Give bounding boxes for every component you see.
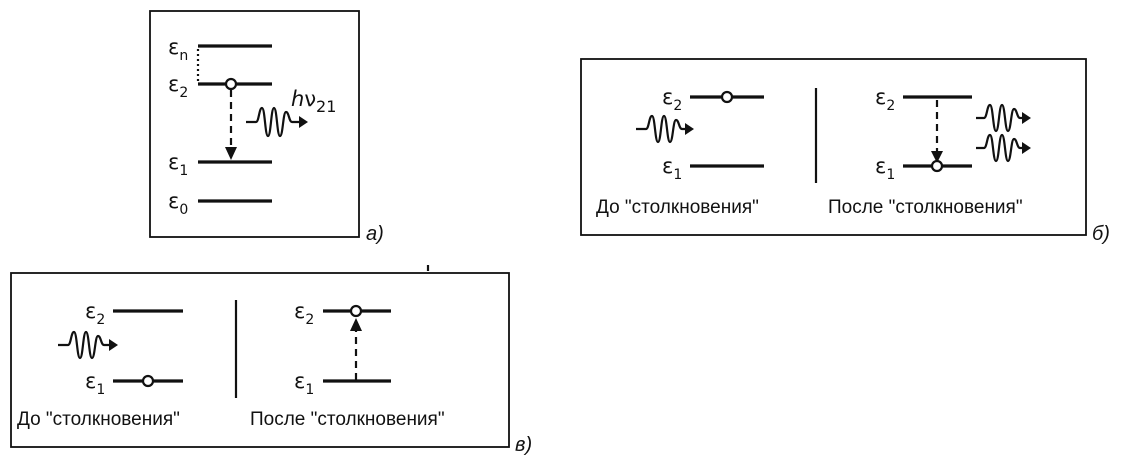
emitted-photon-2-wave [976,133,1023,163]
panel-c: в) ε2 ε1 До "столкновения" ε2 ε1 После "… [10,265,532,456]
panel-a-label: а) [366,223,384,245]
emitted-photon-wave [246,106,300,138]
absorb-after-e2-symbol: ε2 [294,299,314,328]
after-caption: После "столкновения" [828,197,1023,218]
absorb-before-caption: До "столкновения" [17,409,180,430]
before-e2-symbol: ε2 [662,85,682,114]
level-en-symbol: εn [168,35,188,64]
photon-arrowhead [299,116,308,128]
level-e1-symbol: ε1 [168,150,188,179]
photon-energy-label: hν21 [291,87,336,116]
before-e1-symbol: ε1 [662,154,682,183]
level-e2-symbol: ε2 [168,72,188,101]
absorbed-photon-wave [58,330,110,360]
panel-c-frame [10,272,510,448]
panel-a: а) εn ε2 hν21 ε1 ε0 [149,10,384,245]
emitted-photon-2-arrowhead [1022,142,1031,154]
excited-atom-circle [720,90,734,104]
emitted-photon-1-arrowhead [1022,112,1031,124]
incident-photon-arrowhead [685,123,694,135]
panel-b: б) ε2 ε1 До "столкновения" ε2 ε1 После "… [580,58,1110,245]
electron-circle [224,77,238,91]
after-e1-symbol: ε1 [875,154,895,183]
panel-b-label: б) [1092,223,1110,245]
absorption-arrowhead [350,318,362,331]
absorb-before-e2-symbol: ε2 [85,299,105,328]
after-e2-symbol: ε2 [875,85,895,114]
panel-a-frame [149,10,360,238]
panel-c-label: в) [515,434,532,456]
relaxed-atom-circle [930,159,944,173]
ground-atom-circle [141,374,155,388]
stimulated-emission-arrowhead [931,151,943,163]
incident-photon-wave [636,114,686,144]
level-e0-symbol: ε0 [168,189,188,218]
excited-atom-after-circle [349,304,363,318]
before-caption: До "столкновения" [596,197,759,218]
emission-arrowhead [225,147,237,160]
panel-b-frame [580,58,1087,236]
absorb-before-e1-symbol: ε1 [85,369,105,398]
absorb-after-e1-symbol: ε1 [294,369,314,398]
absorbed-photon-arrowhead [109,339,118,351]
emitted-photon-1-wave [976,103,1023,133]
absorb-after-caption: После "столкновения" [250,409,445,430]
